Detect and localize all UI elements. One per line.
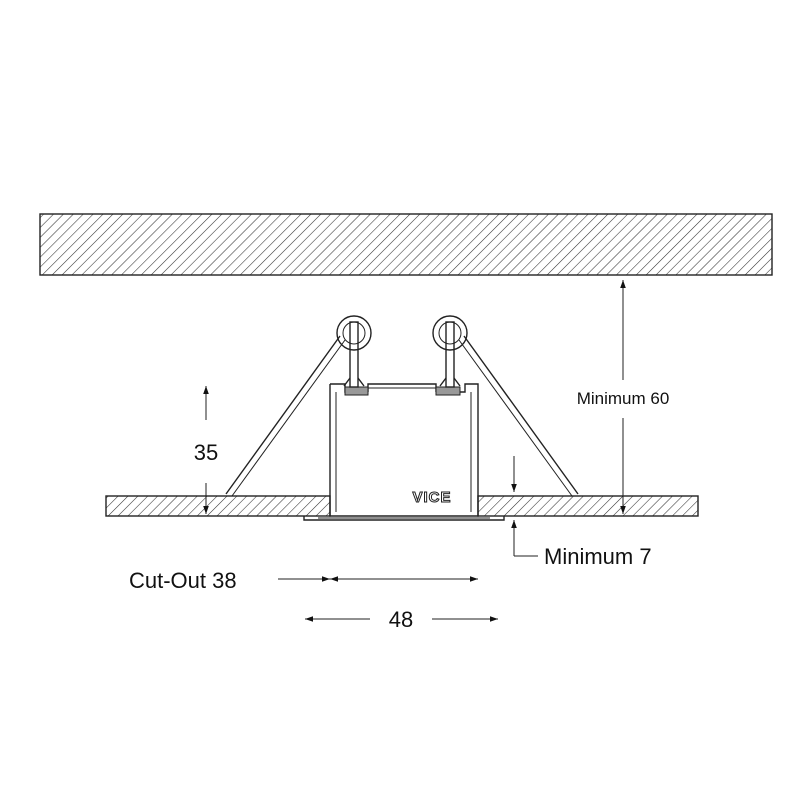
cutout-label: Cut-Out 38 — [129, 568, 237, 593]
thickness-dimension: Minimum 7 — [511, 456, 652, 569]
clearance-label: Minimum 60 — [577, 389, 670, 408]
ceiling-panel-left — [105, 495, 331, 517]
clearance-dimension: Minimum 60 — [577, 280, 670, 514]
upper-slab — [39, 213, 773, 276]
spring-clip-block-left — [344, 386, 369, 396]
spring-clip-block-right — [435, 386, 461, 396]
spring-arm-left — [225, 335, 341, 495]
light-fixture: VICE — [225, 315, 579, 521]
brand-logo: VICE — [412, 489, 451, 506]
width-label: 48 — [389, 607, 413, 632]
height-label: 35 — [194, 440, 218, 465]
spring-arm-right — [463, 335, 579, 495]
width-dimension: 48 — [305, 607, 498, 632]
cutout-dimension: Cut-Out 38 — [129, 568, 478, 593]
thickness-label: Minimum 7 — [544, 544, 652, 569]
spring-pivot-left — [336, 315, 372, 351]
spring-pivot-right — [432, 315, 468, 351]
height-dimension: 35 — [194, 386, 218, 514]
ceiling-panel-right — [477, 495, 699, 517]
